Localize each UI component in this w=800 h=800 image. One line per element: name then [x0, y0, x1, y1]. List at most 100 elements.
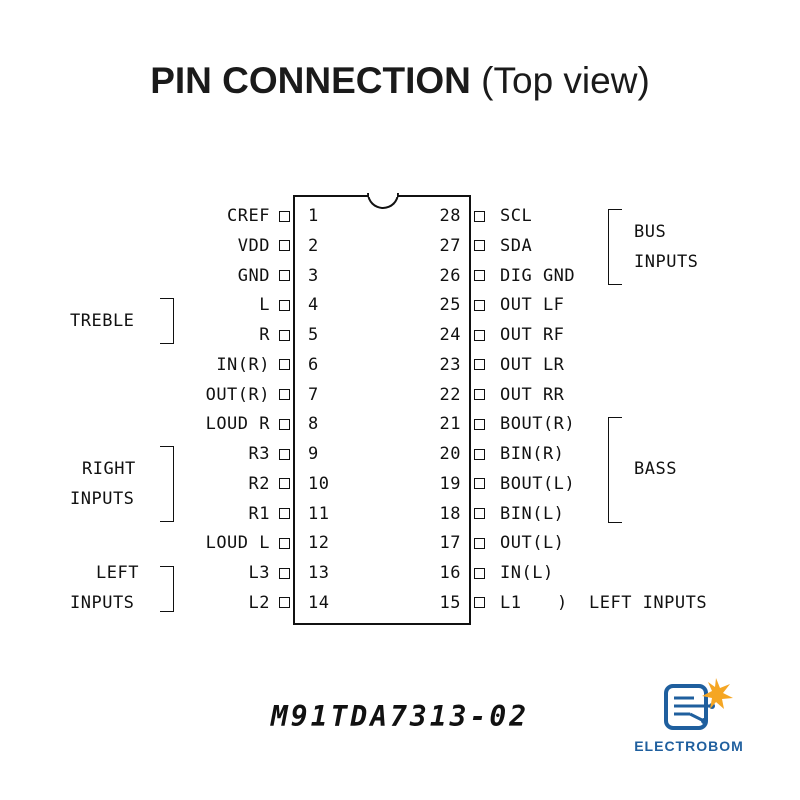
pin-label-left: R1: [248, 503, 270, 524]
pin-label-left: L: [259, 295, 270, 316]
pin-label-left: GND: [237, 265, 270, 286]
pin-number-right: 16: [439, 563, 461, 583]
pin-box-right: [474, 508, 485, 519]
pin-label-right: BOUT(L): [500, 473, 576, 494]
pin-label-right: DIG GND: [500, 265, 576, 286]
pin-number-right: 23: [439, 354, 461, 375]
pin-number-right: 17: [439, 533, 461, 554]
pin-number-left: 3: [308, 265, 319, 286]
pin-box-left: [279, 537, 290, 549]
pin-number-right: 15: [439, 592, 461, 613]
pin-box-left: [279, 299, 290, 311]
pin-box-right: [474, 537, 485, 549]
pin-label-right: SDA: [500, 235, 533, 256]
page-title: PIN CONNECTION (Top view): [0, 60, 800, 102]
pin-number-left: 1: [308, 206, 319, 226]
pin-box-right: [474, 418, 485, 430]
pin-box-right: [474, 478, 485, 490]
right-inputs-label-line1: RIGHT: [82, 459, 136, 479]
pin-box-left: [279, 567, 290, 579]
brand-name: ELECTROBOM: [634, 738, 744, 754]
pin-box-right: [474, 240, 485, 252]
bus-inputs-label-line2: INPUTS: [634, 252, 699, 272]
bus-inputs-label-line1: BUS: [634, 222, 667, 242]
treble-label: TREBLE: [70, 311, 135, 331]
pin-box-left: [279, 359, 290, 371]
pin-box-right: [474, 567, 485, 579]
pin-number-left: 7: [308, 384, 319, 405]
title-sub: (Top view): [481, 60, 650, 101]
pin-label-left: L2: [248, 592, 270, 613]
part-code: M91TDA7313-02: [270, 700, 530, 733]
ic-package-body: [293, 195, 471, 625]
pin-label-right: L1: [500, 592, 522, 613]
pin-box-left: [279, 508, 290, 519]
pin-label-right: BIN(R): [500, 444, 565, 464]
pin-label-right: OUT LR: [500, 354, 565, 375]
left-inputs-label-line2: INPUTS: [70, 593, 135, 613]
bus-inputs-bracket: [608, 209, 622, 285]
pin-box-left: [279, 329, 290, 341]
pin-box-left: [279, 210, 290, 222]
pin-number-right: 19: [439, 473, 461, 494]
pin-number-right: 20: [439, 444, 461, 464]
pin-box-right: [474, 210, 485, 222]
pin-box-left: [279, 478, 290, 490]
treble-bracket: [160, 298, 174, 344]
pin-label-right: OUT RF: [500, 325, 565, 345]
pin-number-left: 13: [308, 563, 330, 583]
pin-number-left: 4: [308, 295, 319, 316]
pin-label-right: IN(L): [500, 563, 554, 583]
pin-number-left: 10: [308, 473, 330, 494]
pin-number-left: 2: [308, 235, 319, 256]
pin-box-right: [474, 359, 485, 371]
pin-number-left: 5: [308, 325, 319, 345]
pin-box-left: [279, 597, 290, 609]
pin-box-left: [279, 448, 290, 460]
left-inputs-label-line1: LEFT: [96, 563, 139, 583]
pin-box-right: [474, 299, 485, 311]
left-inputs-bracket: [160, 566, 174, 612]
notch-mask: [369, 193, 397, 197]
left-inputs-right-label: LEFT INPUTS: [589, 593, 708, 613]
pin-label-left: CREF: [227, 206, 270, 226]
pin-number-right: 27: [439, 235, 461, 256]
pin-number-left: 14: [308, 592, 330, 613]
electrobom-logo-icon: [664, 678, 733, 730]
pin-number-left: 6: [308, 354, 319, 375]
pin-number-right: 21: [439, 414, 461, 435]
pin-box-right: [474, 270, 485, 281]
pin-label-left: R3: [248, 444, 270, 464]
pin-number-right: 24: [439, 325, 461, 345]
pin-box-left: [279, 389, 290, 400]
pin-label-left: L3: [248, 563, 270, 583]
pin-label-left: VDD: [237, 235, 270, 256]
pin-number-right: 25: [439, 295, 461, 316]
pin-label-right: OUT RR: [500, 384, 565, 405]
pin-label-right: OUT LF: [500, 295, 565, 316]
pin-box-right: [474, 448, 485, 460]
pin-box-right: [474, 597, 485, 609]
pin-box-left: [279, 418, 290, 430]
left-inputs-right-paren: ): [557, 593, 568, 613]
pin-number-right: 18: [439, 503, 461, 524]
pin-label-left: R: [259, 325, 270, 345]
pin-label-right: SCL: [500, 206, 533, 226]
pin-number-left: 8: [308, 414, 319, 435]
pin-box-left: [279, 270, 290, 281]
pin-number-left: 9: [308, 444, 319, 464]
bass-bracket: [608, 417, 622, 523]
pin-label-right: BOUT(R): [500, 414, 576, 435]
pin-number-right: 26: [439, 265, 461, 286]
title-main: PIN CONNECTION: [150, 60, 471, 101]
pin-box-right: [474, 329, 485, 341]
pin-label-left: IN(R): [216, 354, 270, 375]
pin-number-left: 11: [308, 503, 330, 524]
pin-number-left: 12: [308, 533, 330, 554]
pin-label-right: OUT(L): [500, 533, 565, 554]
pin-number-right: 22: [439, 384, 461, 405]
right-inputs-label-line2: INPUTS: [70, 489, 135, 509]
pin-label-left: LOUD L: [205, 533, 270, 554]
pin-label-left: LOUD R: [205, 414, 270, 435]
pin-number-right: 28: [439, 206, 461, 226]
